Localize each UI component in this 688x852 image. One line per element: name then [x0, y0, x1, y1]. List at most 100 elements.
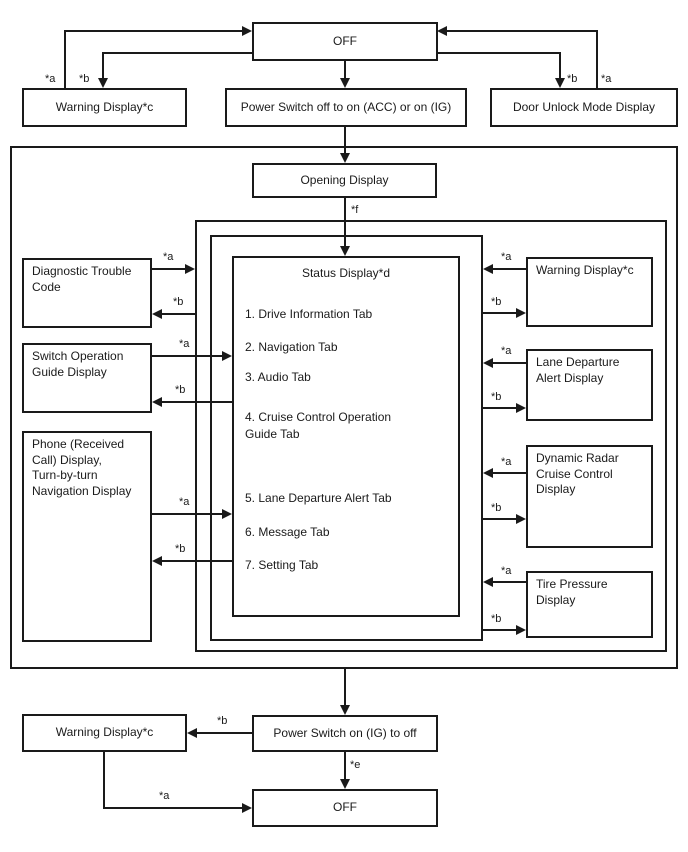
status-tab-navigation: 2. Navigation Tab [245, 340, 338, 354]
connector-door-to-off [447, 30, 598, 32]
annotation-f: *f [350, 204, 360, 217]
connector-off-to-warning-drop [102, 52, 104, 79]
annotation-b-lane: *b [490, 391, 503, 404]
connector-opening-to-status [344, 198, 346, 247]
node-off-bottom: OFF [252, 789, 438, 827]
annotation-b-phone: *b [174, 543, 187, 556]
connector-warning-mid-b [483, 312, 517, 314]
connector-warning-to-off-bottom [103, 807, 242, 809]
connector-off-to-door [437, 52, 561, 54]
connector-dtc-b [162, 313, 196, 315]
arrowhead-into-warning-bottom [187, 728, 197, 738]
connector-warning-to-off-riser [64, 30, 66, 88]
status-tab-audio: 3. Audio Tab [245, 370, 311, 384]
annotation-b-warning-mid: *b [490, 296, 503, 309]
connector-switch-a [152, 355, 223, 357]
node-switch-operation-guide: Switch Operation Guide Display [22, 343, 152, 413]
connector-power-off-to-warning [197, 732, 252, 734]
node-off-top: OFF [252, 22, 438, 61]
node-opening-display: Opening Display [252, 163, 437, 198]
connector-radar-a [493, 472, 527, 474]
arrowhead-into-off-bottom [242, 803, 252, 813]
node-warning-display-middle: Warning Display*c [526, 257, 653, 327]
status-tab-drive-information: 1. Drive Information Tab [245, 307, 373, 321]
connector-door-to-off-riser [596, 30, 598, 88]
arrowhead-warning-mid-b [516, 308, 526, 318]
arrowhead-tire-a [483, 577, 493, 587]
arrowhead-into-warning-top [98, 78, 108, 88]
node-phone-turn-by-turn: Phone (Received Call) Display, Turn-by-t… [22, 431, 152, 642]
annotation-a-top-right: *a [600, 73, 613, 86]
status-tab-lane-departure: 5. Lane Departure Alert Tab [245, 491, 392, 505]
annotation-b-radar: *b [490, 502, 503, 515]
annotation-a-tire: *a [500, 565, 513, 578]
status-tab-cruise-control: 4. Cruise Control Operation Guide Tab [245, 410, 392, 441]
arrowhead-dtc-b [152, 309, 162, 319]
annotation-a-bottom: *a [158, 790, 171, 803]
node-power-switch-on: Power Switch off to on (ACC) or on (IG) [225, 88, 467, 127]
annotation-b-top-left: *b [78, 73, 91, 86]
arrowhead-into-off-right [437, 26, 447, 36]
annotation-b-top-right: *b [566, 73, 579, 86]
connector-switch-b [162, 401, 233, 403]
frame-display-inner [210, 235, 483, 641]
connector-region-to-power-off [344, 669, 346, 705]
arrowhead-into-opening [340, 153, 350, 163]
node-power-switch-off: Power Switch on (IG) to off [252, 715, 438, 752]
arrowhead-switch-b [152, 397, 162, 407]
arrowhead-warning-mid-a [483, 264, 493, 274]
annotation-a-dtc: *a [162, 251, 175, 264]
status-tab-setting: 7. Setting Tab [245, 558, 319, 572]
annotation-a-switch: *a [178, 338, 191, 351]
arrowhead-radar-b [516, 514, 526, 524]
arrowhead-into-door-top [555, 78, 565, 88]
connector-off-to-warning [103, 52, 252, 54]
annotation-b-bottom: *b [216, 715, 229, 728]
connector-off-to-door-drop [559, 52, 561, 79]
connector-power-on-to-opening [344, 127, 346, 154]
arrowhead-lane-a [483, 358, 493, 368]
connector-power-off-to-off [344, 752, 346, 779]
arrowhead-into-off-left [242, 26, 252, 36]
annotation-a-top-left: *a [44, 73, 57, 86]
annotation-b-dtc: *b [172, 296, 185, 309]
arrowhead-into-power-on [340, 78, 350, 88]
annotation-a-warning-mid: *a [500, 251, 513, 264]
status-display-title: Status Display*d [301, 266, 391, 280]
node-dynamic-radar-cruise: Dynamic Radar Cruise Control Display [526, 445, 653, 548]
connector-lane-b [483, 407, 517, 409]
connector-phone-b [162, 560, 233, 562]
node-door-unlock-mode: Door Unlock Mode Display [490, 88, 678, 127]
node-diagnostic-trouble-code: Diagnostic Trouble Code [22, 258, 152, 328]
node-lane-departure-alert: Lane Departure Alert Display [526, 349, 653, 421]
arrowhead-radar-a [483, 468, 493, 478]
connector-tire-a [493, 581, 527, 583]
node-warning-display-bottom: Warning Display*c [22, 714, 187, 752]
connector-warning-to-off [65, 30, 243, 32]
arrowhead-into-power-off [340, 705, 350, 715]
annotation-b-tire: *b [490, 613, 503, 626]
arrowhead-phone-b [152, 556, 162, 566]
arrowhead-phone-a [222, 509, 232, 519]
status-tab-message: 6. Message Tab [245, 525, 330, 539]
arrowhead-lane-b [516, 403, 526, 413]
arrowhead-switch-a [222, 351, 232, 361]
annotation-a-radar: *a [500, 456, 513, 469]
connector-dtc-a [152, 268, 186, 270]
annotation-b-switch: *b [174, 384, 187, 397]
connector-lane-a [493, 362, 527, 364]
connector-tire-b [483, 629, 517, 631]
arrowhead-dtc-a [185, 264, 195, 274]
connector-warning-mid-a [493, 268, 527, 270]
annotation-a-phone: *a [178, 496, 191, 509]
arrowhead-tire-b [516, 625, 526, 635]
connector-radar-b [483, 518, 517, 520]
node-warning-display-top: Warning Display*c [22, 88, 187, 127]
frame-display-outer [195, 220, 667, 652]
annotation-a-lane: *a [500, 345, 513, 358]
arrowhead-into-off-bottom-center [340, 779, 350, 789]
connector-off-to-power-on [344, 61, 346, 79]
connector-warning-bottom-drop [103, 752, 105, 808]
arrowhead-into-status [340, 246, 350, 256]
